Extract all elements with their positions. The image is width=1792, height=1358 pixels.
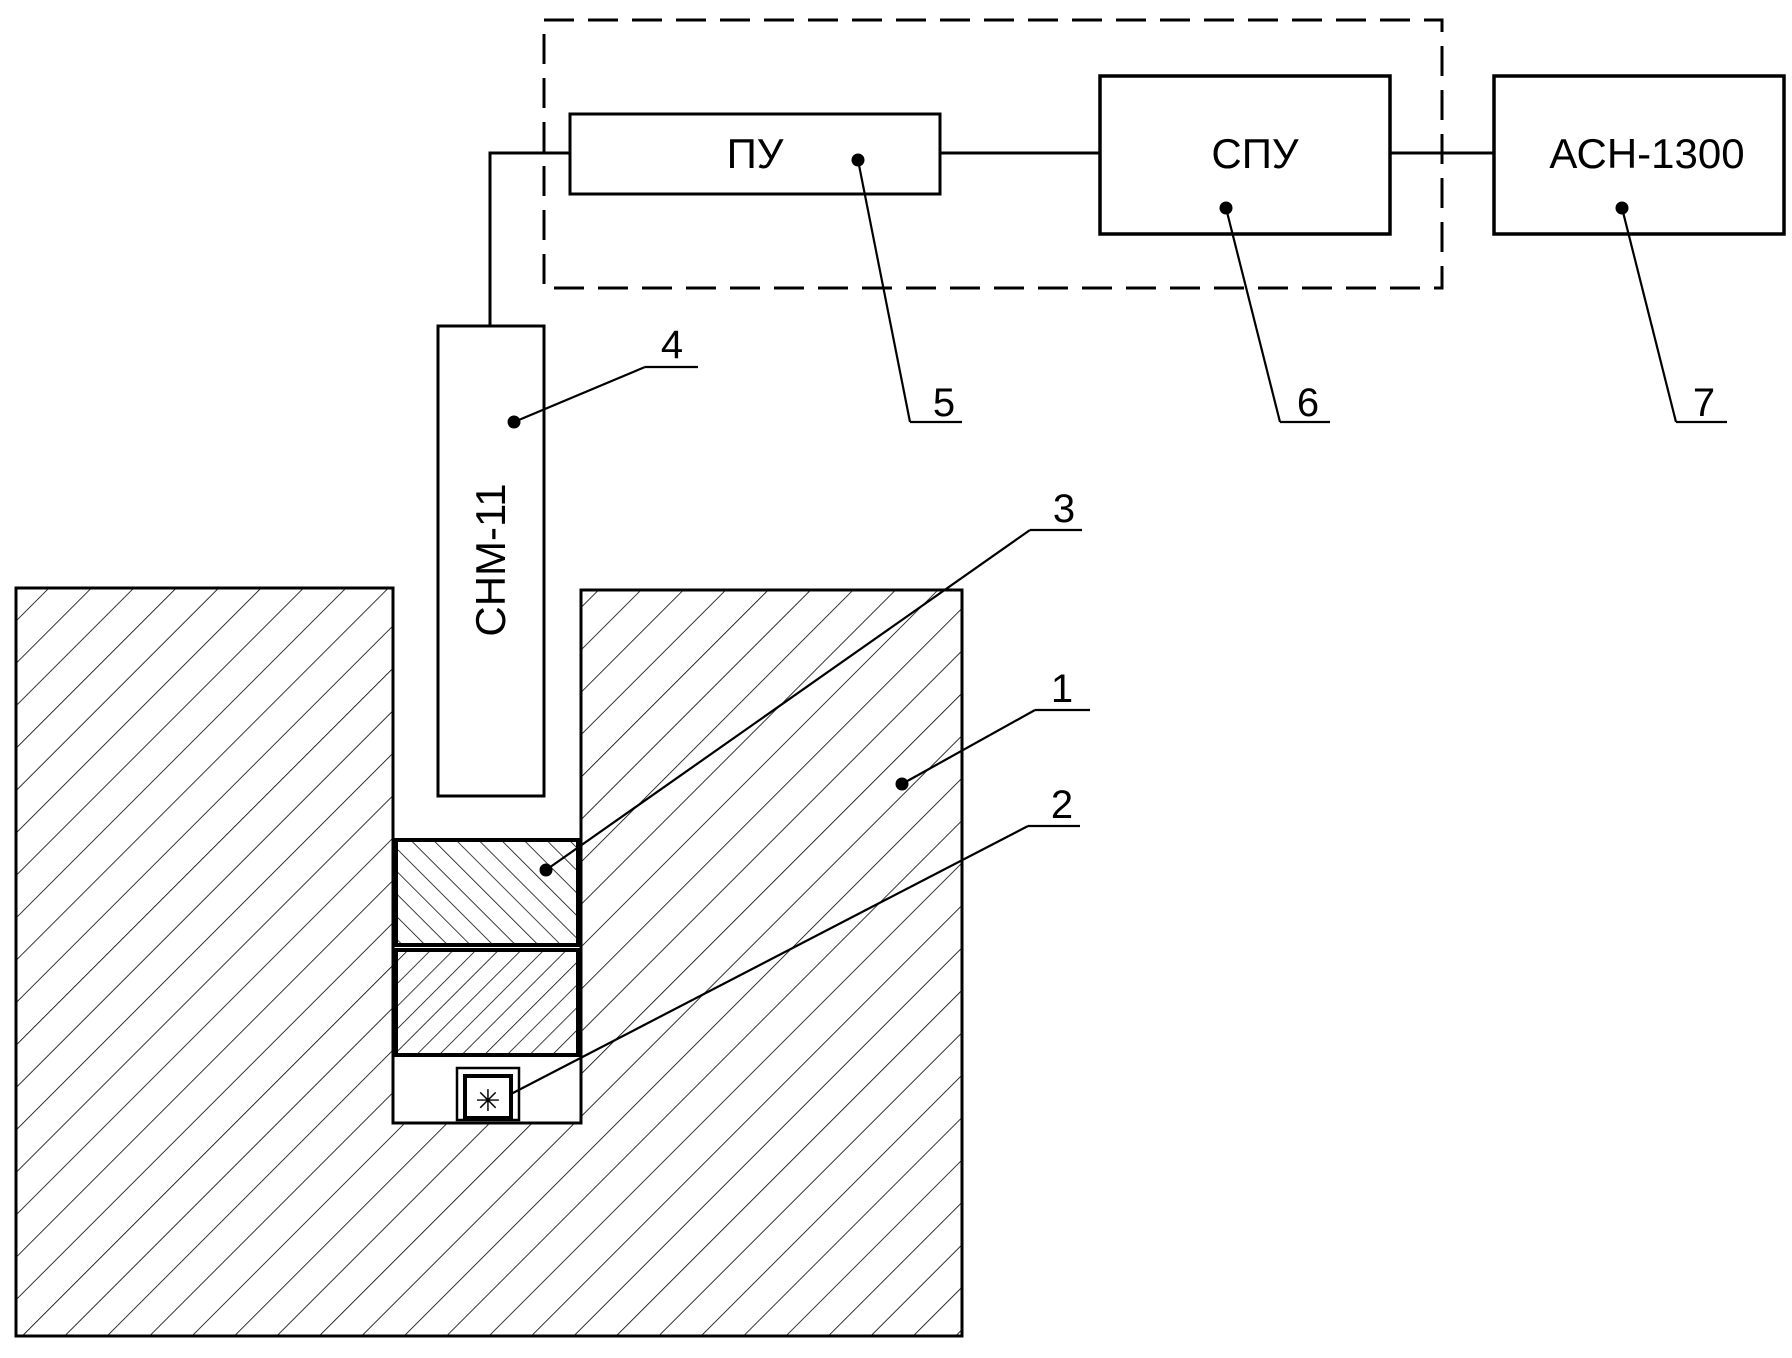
shield-body xyxy=(14,586,964,1338)
pu-block xyxy=(568,112,942,196)
leader-lines xyxy=(510,159,1727,1095)
detector-cable xyxy=(488,151,570,326)
source-inner xyxy=(463,1074,513,1120)
moderator-block-upper xyxy=(394,838,580,947)
detector-box xyxy=(436,324,546,798)
callout-5: 5 xyxy=(933,381,955,425)
spu-block xyxy=(1098,74,1392,236)
source-symbol: ✳ xyxy=(475,1085,500,1118)
detector-label: СНМ-11 xyxy=(467,483,514,636)
callout-1: 1 xyxy=(1051,667,1073,711)
ach-block xyxy=(1492,74,1786,236)
callout-2: 2 xyxy=(1051,783,1073,827)
callout-3: 3 xyxy=(1053,487,1075,531)
spu-label: СПУ xyxy=(1211,130,1299,177)
moderator-block-lower xyxy=(394,948,580,1057)
callout-7: 7 xyxy=(1693,381,1715,425)
callout-6: 6 xyxy=(1297,381,1319,425)
callout-4: 4 xyxy=(661,323,683,367)
pu-label: ПУ xyxy=(727,130,784,177)
ach-label: АСН-1300 xyxy=(1549,130,1744,177)
